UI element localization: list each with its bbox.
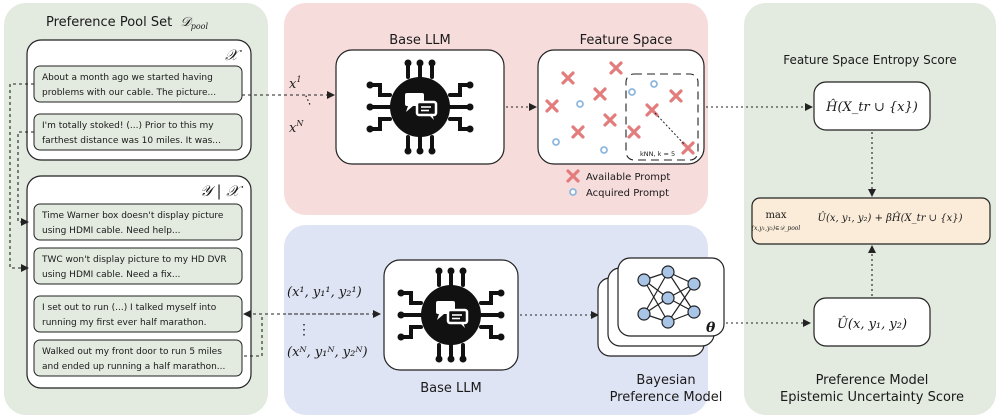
y-card-2[interactable]: I set out to run (...) I talked myself i… — [33, 295, 243, 333]
card-text-line1: I'm totally stoked! (...) Prior to this … — [42, 121, 214, 131]
y-card-1[interactable]: TWC won't display picture to my HD DVR u… — [33, 247, 243, 285]
y-box-label: 𝒴 | 𝒳 — [200, 182, 243, 200]
objective-box — [751, 197, 991, 245]
knn-link — [654, 112, 686, 146]
legend-acquired: Acquired Prompt — [586, 188, 669, 199]
legend-dot-icon — [569, 188, 577, 196]
uncertainty-caption-1: Preference Model — [816, 373, 929, 388]
card-text-line2: using HDMI cable. Need help... — [42, 226, 181, 236]
card-text-line1: Walked out my front door to run 5 miles — [42, 347, 222, 357]
card-text-line1: I set out to run (...) I talked myself i… — [42, 303, 217, 313]
acquired-prompt-marks — [552, 80, 658, 154]
tuple-vdots: ⋮ — [297, 322, 311, 338]
uncertainty-formula: Û(x, y₁, y₂) — [837, 315, 907, 332]
card-text-line2: and ended up running a half marathon... — [42, 362, 225, 372]
neural-net-icon — [637, 265, 701, 329]
bayes-llm-title: Base LLM — [420, 381, 482, 396]
objective-expression: Û(x, y₁, y₂) + βĤ(X_tr ∪ {x}) — [818, 212, 963, 224]
card-text-line2: problems with our cable. The picture... — [42, 88, 216, 98]
bayes-model-caption-2: Preference Model — [610, 390, 723, 405]
x-card-0[interactable]: About a month ago we started having prob… — [33, 65, 243, 103]
entropy-box — [813, 81, 931, 131]
uncertainty-caption-2: Epistemic Uncertainty Score — [780, 390, 964, 405]
feature-space-box — [537, 49, 705, 165]
y-card-3[interactable]: Walked out my front door to run 5 miles … — [33, 339, 243, 377]
knn-region — [625, 73, 699, 161]
tuple-1-label: (x¹, y₁¹, y₂¹) — [287, 285, 362, 300]
bayesian-model-stack — [597, 257, 725, 357]
x-box-label: 𝒳 — [225, 46, 242, 64]
x-card-1[interactable]: I'm totally stoked! (...) Prior to this … — [33, 113, 243, 151]
x1-label: x1 — [289, 75, 301, 92]
y-card-0[interactable]: Time Warner box doesn't display picture … — [33, 203, 243, 241]
entropy-formula: Ĥ(X_tr ∪ {x}) — [825, 99, 918, 115]
card-text-line2: running my first ever half marathon. — [42, 318, 207, 328]
feature-space-title: Feature Space — [580, 33, 673, 48]
card-text-line1: Time Warner box doesn't display picture — [41, 211, 224, 221]
objective-max-sub: (x,y₁,y₂)∈𝒟_pool — [752, 225, 801, 232]
uncertainty-box — [813, 297, 931, 347]
prompt-response-links — [9, 83, 34, 272]
xn-label: xN — [289, 119, 304, 136]
theta-label: θ — [706, 320, 716, 336]
objective-max: max — [765, 210, 786, 221]
tuple-n-label: (xᴺ, y₁ᴺ, y₂ᴺ) — [287, 345, 368, 360]
card-text-line2: farthest distance was 10 miles. It was..… — [42, 136, 221, 146]
card-text-line1: TWC won't display picture to my HD DVR — [41, 255, 227, 265]
entropy-title: Feature Space Entropy Score — [783, 53, 957, 67]
feature-llm-title: Base LLM — [389, 33, 451, 48]
pool-title: Preference Pool Set 𝒟pool — [46, 15, 208, 31]
card-text-line1: About a month ago we started having — [42, 73, 213, 83]
tuple-to-llm-arrows — [243, 310, 381, 357]
x-vdots: ⋮ — [299, 91, 316, 109]
bayes-model-caption-1: Bayesian — [636, 373, 695, 388]
card-text-line2: using HDMI cable. Need a fix... — [42, 270, 180, 280]
knn-label: kNN, k = 5 — [640, 150, 675, 158]
legend-available: Available Prompt — [586, 172, 670, 183]
